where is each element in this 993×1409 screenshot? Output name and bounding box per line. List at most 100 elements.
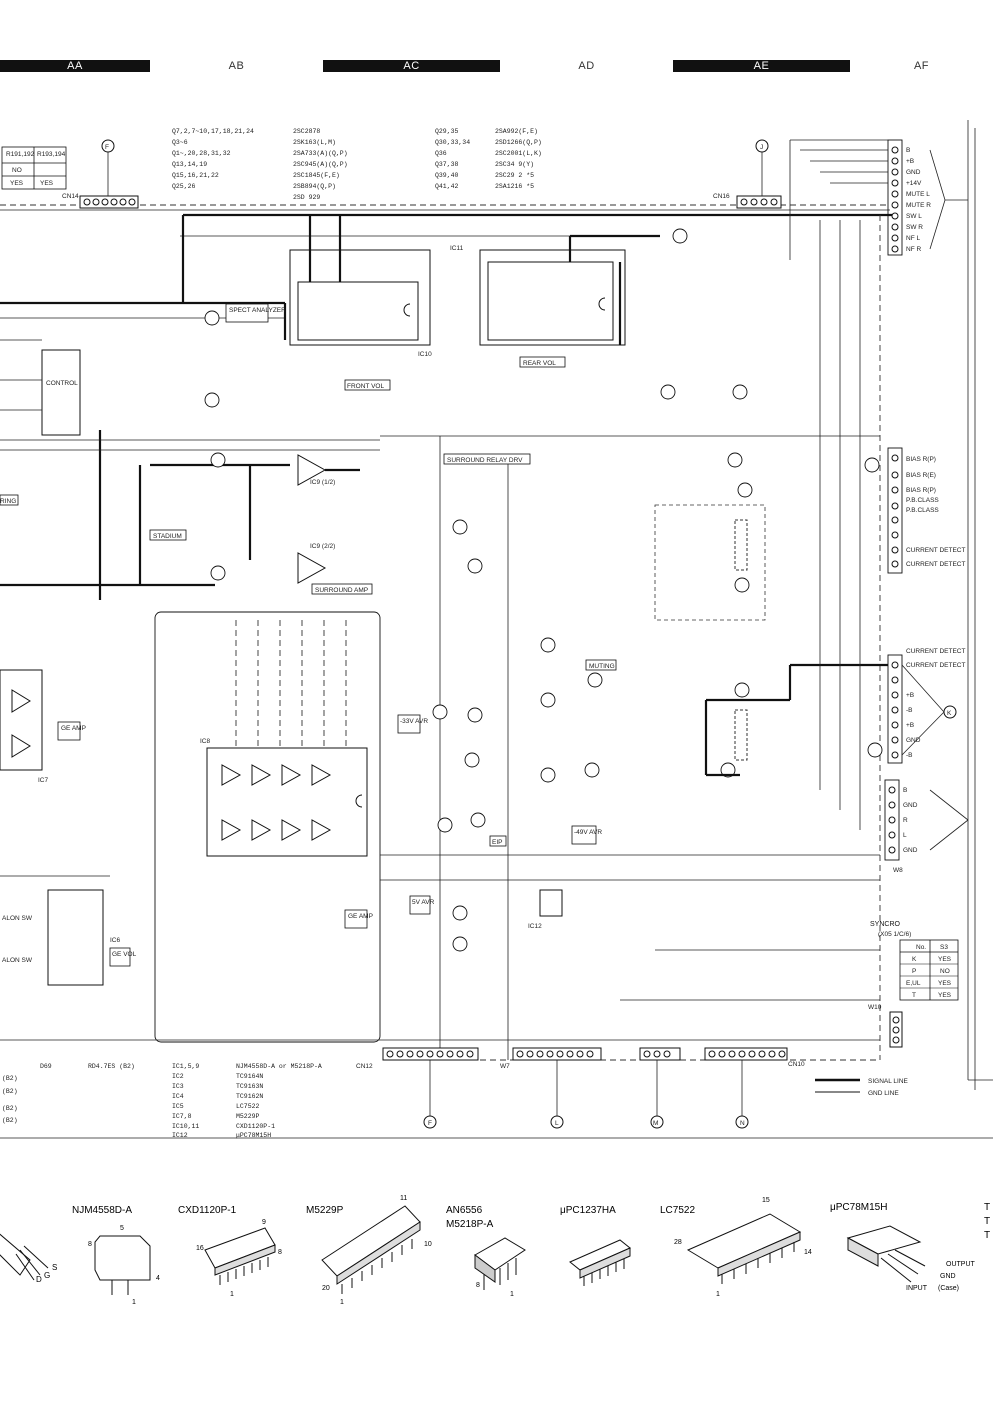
cl-3: L [903,832,907,839]
sync-r0a: K [912,956,917,963]
fet-pin-d: D [36,1275,42,1284]
bias-5: CURRENT DETECT [906,547,965,554]
zone-bar: AA AB AC AD AE AF [0,60,993,72]
terminal-k: K [947,710,952,717]
parts-drawings: D G S NJM4558D-A 5 8 4 1 CXD1120P-1 9 16… [0,1195,990,1306]
ck-4: +B [906,722,914,729]
sync-r2a: E,UL [906,980,921,987]
spect-analyzer-block: SPECT ANALYZER [204,303,286,408]
sync-table: SYNCRO (X05 1/C/6) No. S3 K YES P NO E,U… [870,921,959,1001]
tr-row-7-b: 2SA992(F,E) [495,128,538,135]
ict-3b: TC9162N [236,1093,263,1100]
tr-row-9-b: 2SC2001(L,K) [495,150,542,157]
ic10-label: IC10 [418,351,432,358]
cj-7: SW R [906,224,923,231]
spect-label: SPECT ANALYZER [229,307,286,314]
ic6-label: IC6 [110,937,121,944]
cl-2: R [903,817,908,824]
note-0: (B2) [2,1075,18,1082]
tr-row-3-b: 2SC945(A)(Q,P) [293,161,348,168]
tr-row-10-a: Q37,38 [435,161,459,168]
cl-4: GND [903,847,918,854]
bottom-connectors: CN12 F W7 L M CN10 N W10 [356,1004,903,1129]
part1-pin2: 8 [278,1249,282,1256]
note-1: (B2) [2,1088,18,1095]
part0-pin0: 5 [120,1225,124,1232]
bias-3: P.B.CLASS [906,497,939,504]
legend-gnd: GND LINE [868,1090,899,1097]
part0-pin1: 8 [88,1241,92,1248]
part2-pin2: 10 [424,1241,432,1248]
muting-avr-section: MUTING -33V AVR 5V AVR -49V AVR EIP IC12 [397,637,617,952]
avr33-label: -33V AVR [400,718,428,725]
part2-name: M5229P [306,1205,344,1216]
ict-4a: IC5 [172,1103,184,1110]
cj-5: MUTE R [906,202,931,209]
rear-vol-label: REAR VOL [523,360,556,367]
ic7-label: IC7 [38,777,49,784]
part3-sub: M5218P-A [446,1219,494,1230]
part2-pin0: 11 [400,1195,407,1202]
tr-row-5-b: 2SB894(Q,P) [293,183,336,190]
tr-row-1-b: 2SK163(L,M) [293,139,336,146]
connector-l-stack: B GND R L GND W8 [884,779,969,874]
ic8-block: IC8 GE AMP [154,611,381,1043]
ic-table: IC1,5,9 NJM4558D-A or M5218P-A IC2 TC916… [172,1063,322,1139]
cj-4: MUTE L [906,191,930,198]
tr-row-8-b: 2SD1266(Q,P) [495,139,542,146]
bias-0: BIAS R(P) [906,456,936,463]
tr-row-5-a: Q25,26 [172,183,196,190]
resistor-table: R191,192 R193,194 NO YES YES [1,146,67,190]
terminal-f-top: F [105,144,109,151]
part0-name: NJM4558D-A [72,1205,132,1216]
d69-label: D69 [40,1063,52,1070]
cn14-connector: CN14 F [62,139,139,209]
ring-label: RING [0,498,16,505]
njm4558-package: NJM4558D-A 5 8 4 1 [72,1205,160,1306]
zone-af: AF [850,60,993,72]
power-section [620,220,888,1001]
part1-pin0: 9 [262,1219,266,1226]
ck-5: GND [906,737,921,744]
part5-pin3: 1 [716,1291,720,1298]
lc7522-package: LC7522 15 28 14 1 [660,1197,812,1298]
sw2-label: ALON SW [2,957,33,964]
part1-pin3: 1 [230,1291,234,1298]
schematic-diagram: Q7,2,7~10,17,18,21,24 2SC2878 Q3~6 2SK16… [0,120,993,1139]
cj-1: +B [906,158,914,165]
ck-2: +B [906,692,914,699]
zone-aa: AA [0,60,150,72]
terminal-j-top: J [760,144,763,151]
ict-7b: μPC78M15H [236,1132,271,1139]
connector-bias-stack: BIAS R(P) BIAS R(E) BIAS R(P) P.B.CLASS … [887,447,965,574]
part5-pin1: 28 [674,1239,682,1246]
diode-notes: D69 RD4.7ES (B2) (B2) (B2) (B2) (B2) [2,1063,135,1124]
terminal-f-bottom: F [428,1120,432,1127]
tr-row-12-b: 2SA1216 *5 [495,183,534,190]
sync-r3a: T [912,992,916,999]
part6-pin1: GND [940,1273,956,1280]
sync-r0b: YES [938,956,952,963]
res-h1: R193,194 [37,151,66,158]
ck-6: -B [906,752,913,759]
part1-name: CXD1120P-1 [178,1205,237,1216]
tr-row-11-a: Q39,40 [435,172,459,179]
res-r0a: NO [12,167,22,174]
cj-9: NF R [906,246,921,253]
cn16-label: CN16 [713,193,730,200]
avr49-label: -49V AVR [574,829,602,836]
stadium-label: STADIUM [153,533,182,540]
legend-signal: SIGNAL LINE [868,1078,909,1085]
ck-0: CURRENT DETECT [906,648,965,655]
ic12-label: IC12 [528,923,542,930]
surround-amp-label: SURROUND AMP [315,587,368,594]
part2-pin1: 20 [322,1285,330,1292]
edge-t-2: T [984,1230,990,1241]
cj-0: B [906,147,910,154]
cl-0: B [903,787,907,794]
part1-pin1: 16 [196,1245,204,1252]
upc78m15-package: μPC78M15H OUTPUT GND INPUT (Case) [830,1202,976,1292]
ict-7a: IC12 [172,1132,188,1139]
ck-3: -B [906,707,913,714]
control-label: CONTROL [46,380,78,387]
